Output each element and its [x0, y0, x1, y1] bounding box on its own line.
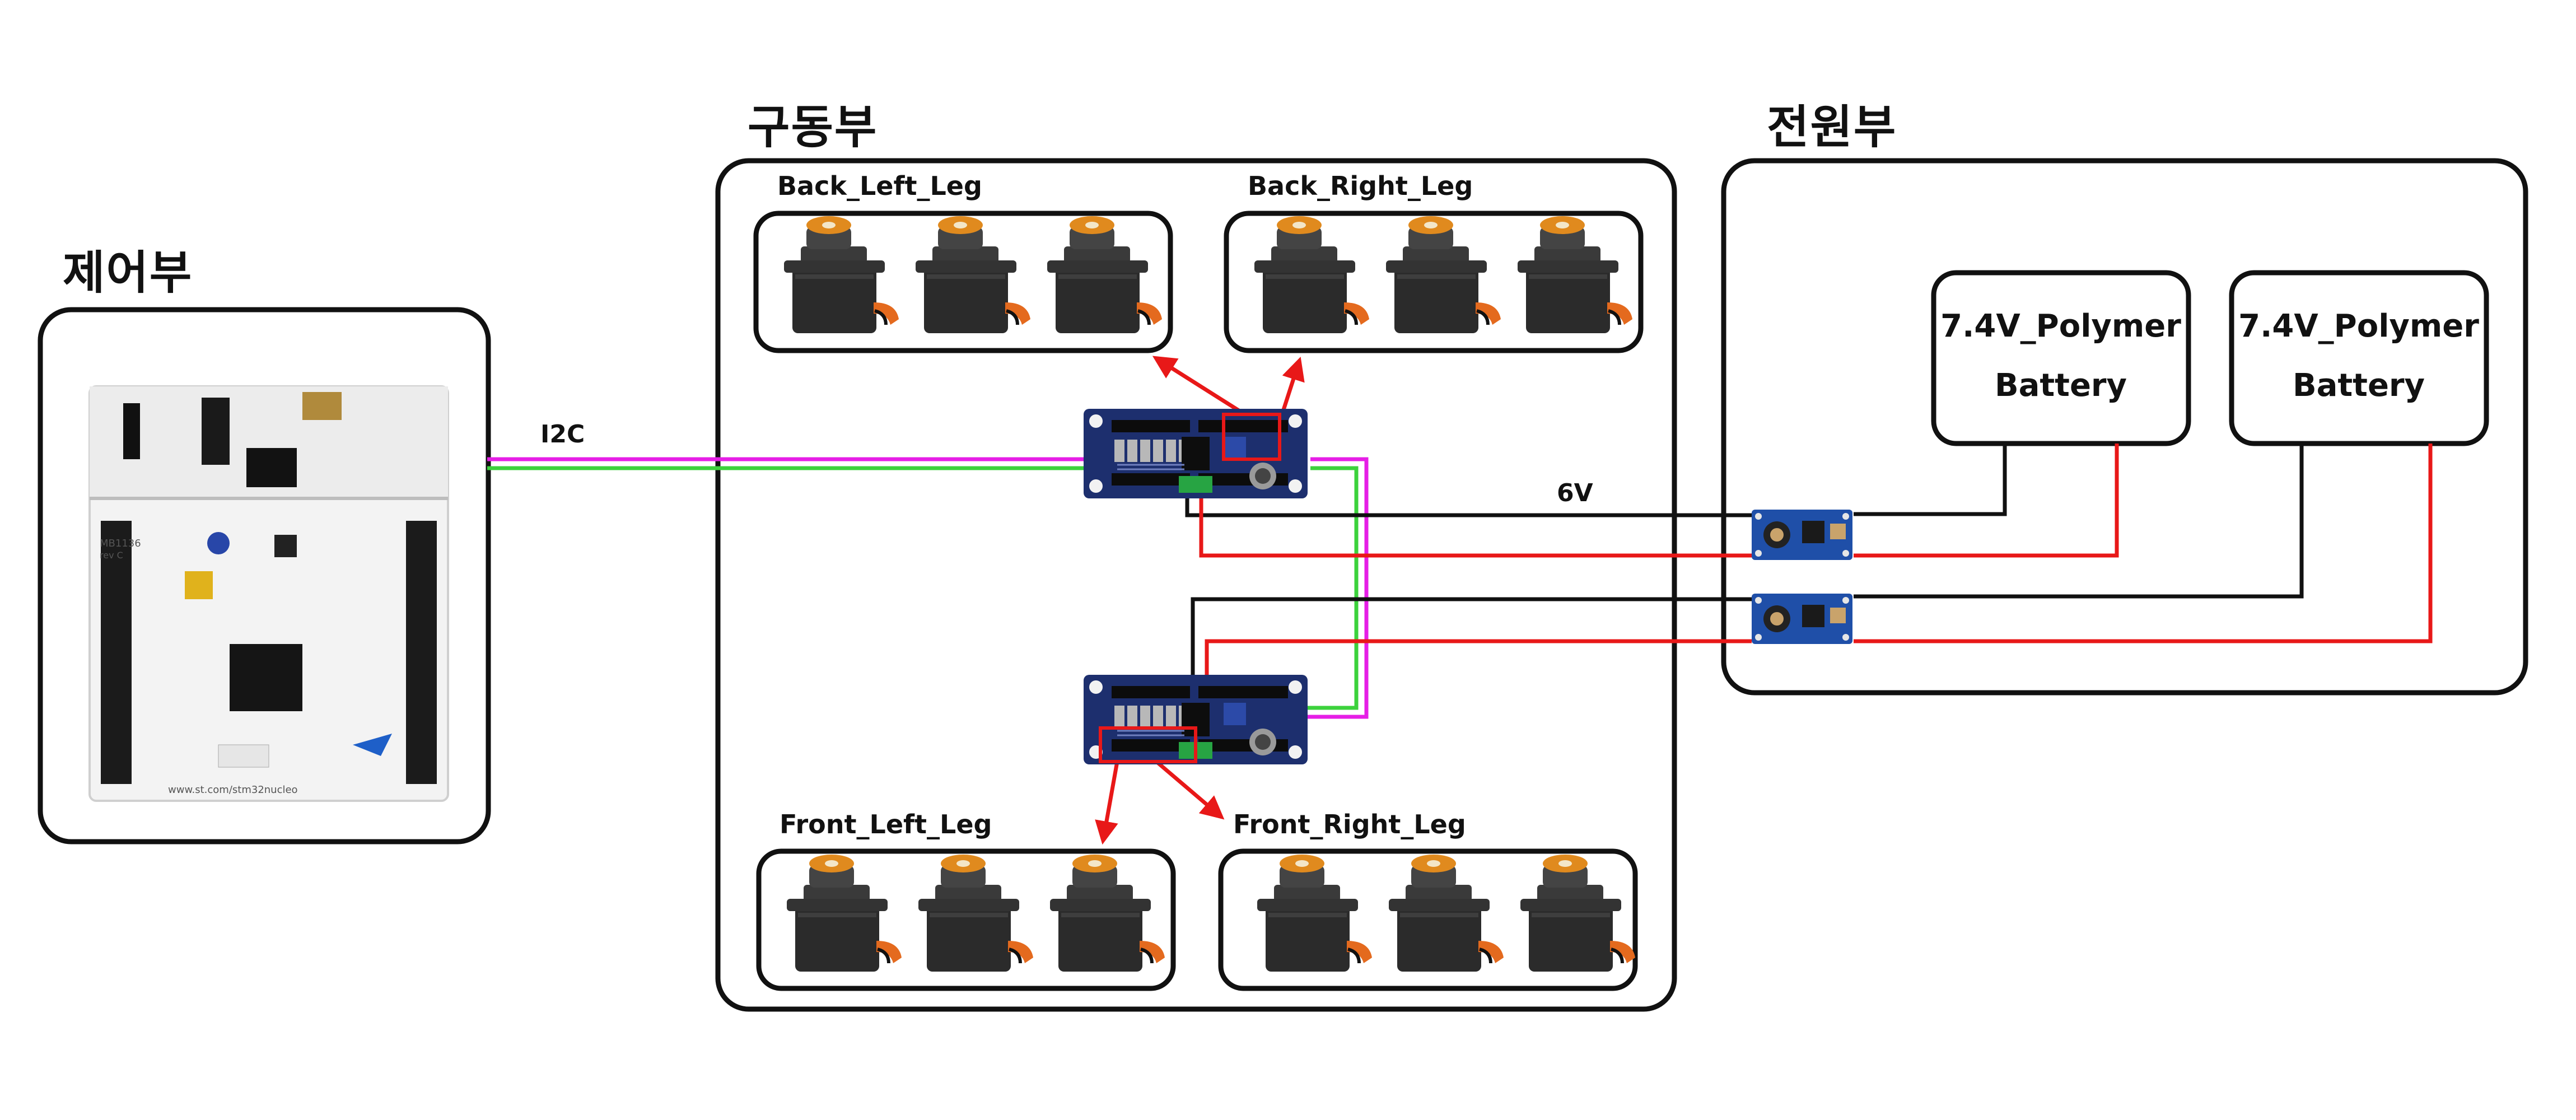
i2c-label: I2C: [540, 420, 585, 449]
v6-wire-bottom: [1205, 639, 1752, 680]
battery-2-line1: 7.4V_Polymer: [2238, 308, 2479, 344]
drive-section-box: [715, 158, 1677, 1012]
power-wires: [1185, 444, 2433, 680]
servo-motor-icon: [916, 216, 1030, 333]
servo-motor-icon: [1047, 216, 1162, 333]
v6-wire-top: [1199, 493, 1752, 558]
battery-1-line2: Battery: [1994, 367, 2127, 404]
back-right-leg-box: [1224, 211, 1644, 353]
front-right-servos: [1257, 855, 1635, 972]
back-right-servos: [1254, 216, 1632, 333]
front-right-leg-label: Front_Right_Leg: [1233, 809, 1466, 839]
i2c-magenta-link: [1305, 457, 1369, 719]
battery-2-box: [2229, 270, 2489, 446]
servo-motor-icon: [1386, 216, 1501, 333]
control-section-title: 제어부: [63, 246, 193, 300]
servo-motor-icon: [1520, 855, 1635, 972]
battery1-ground: [1854, 444, 2007, 516]
board-url-label: www.st.com/stm32nucleo: [168, 784, 298, 796]
servo-motor-icon: [1257, 855, 1372, 972]
six-volt-label: 6V: [1557, 479, 1593, 507]
servo-signal-arrows: [1095, 356, 1305, 845]
battery-1-line1: 7.4V_Polymer: [1940, 308, 2181, 344]
battery-1-label: 7.4V_Polymer Battery: [1932, 297, 2190, 416]
arrow-to-front-right: [1155, 760, 1225, 820]
ground-wire-top: [1185, 493, 1752, 517]
power-section-box: [1721, 158, 2528, 696]
board-model-label: MB1136: [100, 538, 141, 549]
servo-motor-icon: [1518, 216, 1632, 333]
servo-motor-icon: [918, 855, 1033, 972]
servo-motor-icon: [787, 855, 902, 972]
battery-2-line2: Battery: [2292, 367, 2425, 404]
i2c-green-link: [1305, 466, 1359, 710]
battery-2-label: 7.4V_Polymer Battery: [2230, 297, 2488, 416]
arrow-to-back-right: [1280, 357, 1305, 414]
back-left-servos: [784, 216, 1162, 333]
buck-converter-bottom: [1752, 594, 1852, 644]
front-left-leg-label: Front_Left_Leg: [780, 809, 992, 839]
servo-motor-icon: [1389, 855, 1504, 972]
back-left-leg-box: [753, 211, 1173, 353]
battery2-ground: [1854, 444, 2304, 599]
power-section-title: 전원부: [1767, 101, 1897, 154]
servo-motor-icon: [784, 216, 899, 333]
servo-driver-board-top: [1082, 408, 1309, 500]
stm32-nucleo-board: [88, 385, 449, 802]
arrow-to-back-left: [1152, 356, 1244, 415]
servo-motor-icon: [1050, 855, 1165, 972]
battery1-positive: [1854, 444, 2119, 558]
back-right-leg-label: Back_Right_Leg: [1248, 171, 1473, 201]
arrow-to-front-left: [1095, 761, 1119, 845]
battery-1-box: [1931, 270, 2191, 446]
control-section-box: [38, 307, 491, 844]
i2c-wires: [487, 457, 1369, 719]
front-left-servos: [787, 855, 1165, 972]
buck-converter-top: [1752, 510, 1852, 560]
servo-motor-icon: [1254, 216, 1369, 333]
drive-section-title: 구동부: [748, 101, 878, 154]
servo-driver-board-bottom: [1082, 674, 1309, 766]
front-left-leg-box: [756, 848, 1176, 991]
battery2-positive: [1854, 444, 2433, 643]
board-rev-label: rev C: [100, 550, 123, 561]
ground-wire-bottom: [1191, 597, 1752, 680]
back-left-leg-label: Back_Left_Leg: [777, 171, 982, 201]
front-right-leg-box: [1218, 848, 1638, 991]
